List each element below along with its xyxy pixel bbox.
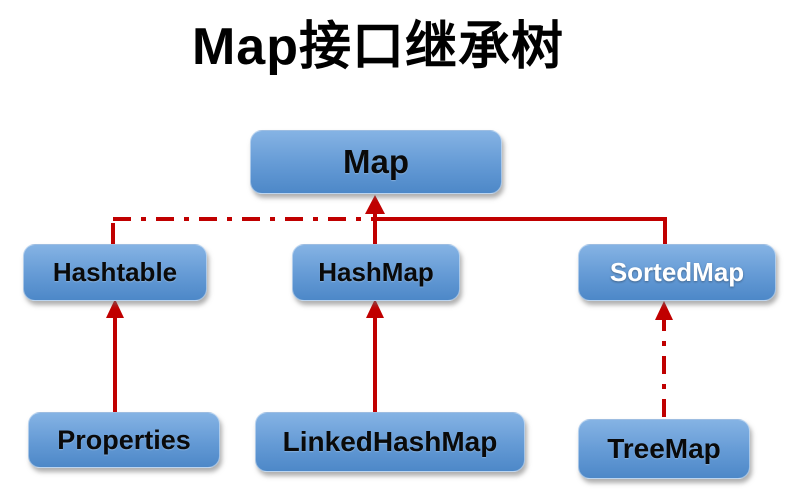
node-properties-label: Properties	[57, 424, 191, 455]
arrowhead-into-hashtable	[106, 299, 124, 318]
node-treemap: TreeMap	[578, 419, 750, 479]
node-map-label: Map	[343, 143, 409, 180]
node-hashmap-label: HashMap	[318, 257, 434, 287]
node-linkedhashmap: LinkedHashMap	[255, 412, 525, 472]
node-properties: Properties	[28, 412, 220, 468]
node-hashtable: Hashtable	[23, 244, 207, 301]
node-linkedhashmap-label: LinkedHashMap	[282, 426, 498, 457]
arrowhead-into-hashmap	[366, 299, 384, 318]
node-hashmap: HashMap	[292, 244, 460, 301]
page-title: Map接口继承树	[191, 18, 564, 76]
arrowhead-into-map	[365, 195, 385, 214]
node-map: Map	[250, 130, 502, 194]
node-sortedmap: SortedMap	[578, 244, 776, 301]
arrowhead-into-sortedmap	[655, 301, 673, 320]
node-treemap-label: TreeMap	[607, 433, 721, 464]
node-hashtable-label: Hashtable	[52, 257, 178, 287]
node-sortedmap-label: SortedMap	[609, 257, 745, 287]
